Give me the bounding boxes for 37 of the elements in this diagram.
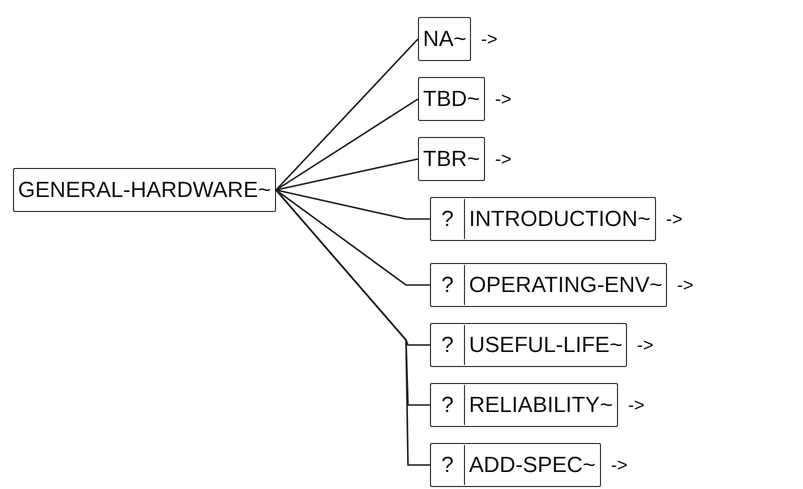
connector-line — [276, 158, 418, 191]
connector-line — [275, 189, 430, 466]
connector-line — [276, 189, 430, 220]
process-box — [418, 137, 485, 181]
expand-marker: -> — [666, 208, 683, 231]
expand-marker: -> — [495, 88, 512, 111]
expand-marker: -> — [628, 394, 645, 417]
process-box — [418, 17, 472, 61]
node-box — [430, 197, 656, 241]
node-label: RELIABILITY~ — [468, 391, 614, 419]
process-box — [13, 168, 276, 212]
expand-marker: -> — [495, 148, 512, 171]
node-box — [430, 443, 601, 487]
node-box — [430, 323, 628, 367]
process-box — [418, 77, 485, 121]
connector-line — [276, 98, 418, 191]
status-cell: ? — [431, 199, 465, 239]
node-label: INTRODUCTION~ — [468, 205, 652, 233]
node-label: TBD~ — [422, 85, 481, 113]
expand-marker: -> — [637, 334, 654, 357]
node-label: TBR~ — [422, 145, 481, 173]
expand-marker: -> — [481, 28, 498, 51]
connector-line — [276, 189, 430, 286]
node-label: ADD-SPEC~ — [468, 451, 597, 479]
node-label: USEFUL-LIFE~ — [468, 331, 624, 359]
status-cell: ? — [431, 445, 465, 485]
expand-marker: -> — [611, 454, 628, 477]
node-box — [430, 263, 668, 307]
node-label: OPERATING-ENV~ — [468, 271, 664, 299]
status-cell: ? — [431, 325, 465, 365]
status-cell: ? — [431, 265, 465, 305]
node-label: NA~ — [422, 25, 468, 53]
expand-marker: -> — [677, 274, 694, 297]
node-label: GENERAL-HARDWARE~ — [17, 176, 272, 204]
node-box — [430, 383, 618, 427]
status-cell: ? — [431, 385, 465, 425]
connector-line — [275, 38, 419, 191]
